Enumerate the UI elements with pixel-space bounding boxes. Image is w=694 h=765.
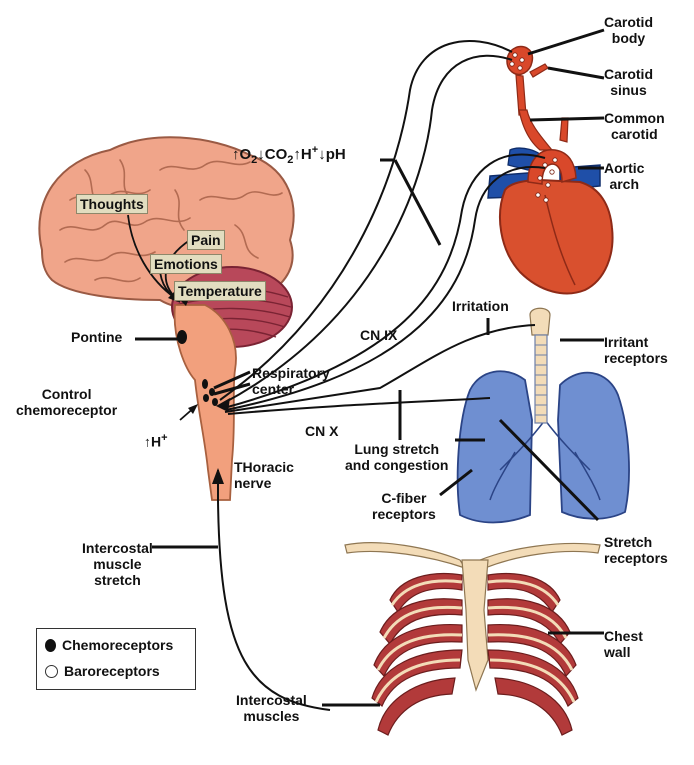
heart-and-vessels [488, 47, 613, 294]
cn-ix-label: CN IX [360, 327, 397, 343]
baroreceptor-dot-icon [45, 665, 58, 678]
legend-baroreceptors-text: Baroreceptors [64, 663, 160, 679]
legend: Chemoreceptors Baroreceptors [36, 628, 196, 690]
irritation-label: Irritation [452, 298, 509, 314]
lung-stretch-label: Lung stretch and congestion [345, 441, 448, 473]
respiratory-center-label: Respiratory center [252, 365, 330, 397]
common-carotid-label: Common carotid [604, 110, 665, 142]
legend-chemoreceptors-text: Chemoreceptors [62, 637, 173, 653]
control-chemoreceptor-label: Control chemoreceptor [16, 386, 117, 418]
carotid-body-label: Carotid body [604, 14, 653, 46]
h-plus-label: ↑H+ [144, 430, 168, 450]
c-fiber-receptors-label: C-fiber receptors [372, 490, 436, 522]
stretch-receptors-label: Stretch receptors [604, 534, 668, 566]
thoracic-nerve-label: THoracic nerve [234, 459, 294, 491]
pain-box: Pain [187, 230, 225, 250]
chemical-stimuli-label: ↑O2↓CO2↑H+↓pH [232, 142, 346, 168]
thoughts-box: Thoughts [76, 194, 148, 214]
legend-baroreceptors: Baroreceptors [45, 663, 160, 679]
legend-chemoreceptors: Chemoreceptors [45, 637, 173, 653]
chest-wall-label: Chest wall [604, 628, 643, 660]
temperature-box: Temperature [174, 281, 266, 301]
carotid-sinus-label: Carotid sinus [604, 66, 653, 98]
irritant-receptors-label: Irritant receptors [604, 334, 668, 366]
chemoreceptor-dot-icon [45, 639, 56, 652]
cn-x-label: CN X [305, 423, 338, 439]
pontine-label: Pontine [71, 329, 122, 345]
intercostal-muscle-stretch-label: Intercostal muscle stretch [82, 540, 153, 588]
aortic-arch-label: Aortic arch [604, 160, 644, 192]
pontine-chemoreceptor [177, 330, 187, 344]
intercostal-muscles-label: Intercostal muscles [236, 692, 307, 724]
emotions-box: Emotions [150, 254, 222, 274]
rib-cage [345, 543, 600, 735]
